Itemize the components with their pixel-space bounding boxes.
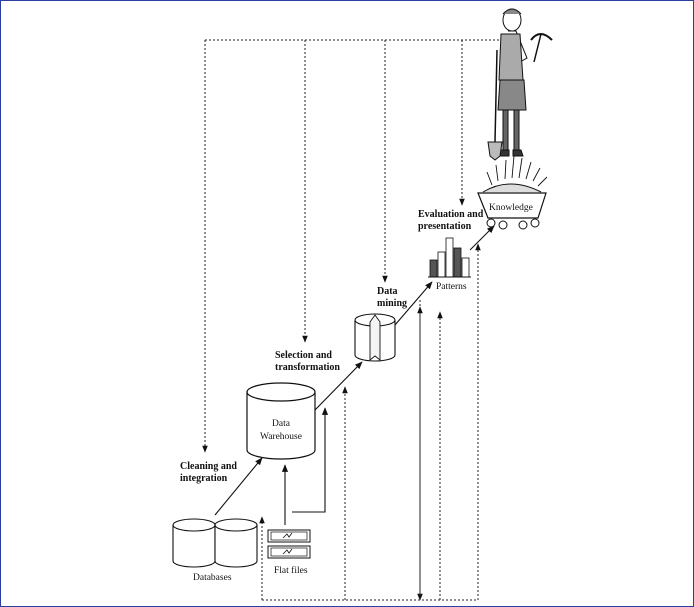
data-warehouse-label-line2: Warehouse xyxy=(260,432,302,442)
flat-files-icon xyxy=(267,529,311,559)
feedback-loop-top xyxy=(202,39,500,453)
selection-label-line1: Selection and xyxy=(275,350,332,361)
data-mining-icon xyxy=(354,313,396,362)
flat-files-label: Flat files xyxy=(274,565,308,576)
miner-figure-icon xyxy=(487,8,553,161)
mining-label-line2: mining xyxy=(377,298,407,309)
knowledge-label: Knowledge xyxy=(489,203,533,213)
cleaning-label-line1: Cleaning and xyxy=(180,461,237,472)
data-warehouse-label-line1: Data xyxy=(272,419,291,429)
data-warehouse-icon xyxy=(246,382,316,460)
knowledge-cart-icon xyxy=(477,155,548,230)
databases-icon xyxy=(172,518,258,568)
evaluation-label-line2: presentation xyxy=(418,221,472,232)
patterns-icon xyxy=(428,237,471,278)
databases-label: Databases xyxy=(193,573,232,583)
cleaning-label-line2: integration xyxy=(180,473,228,484)
evaluation-label-line1: Evaluation and xyxy=(418,209,484,220)
patterns-label: Patterns xyxy=(436,282,467,292)
mining-label-line1: Data xyxy=(377,286,398,297)
process-flow xyxy=(214,225,495,525)
selection-label-line2: transformation xyxy=(275,362,340,373)
feedback-loop-bottom xyxy=(259,243,481,601)
